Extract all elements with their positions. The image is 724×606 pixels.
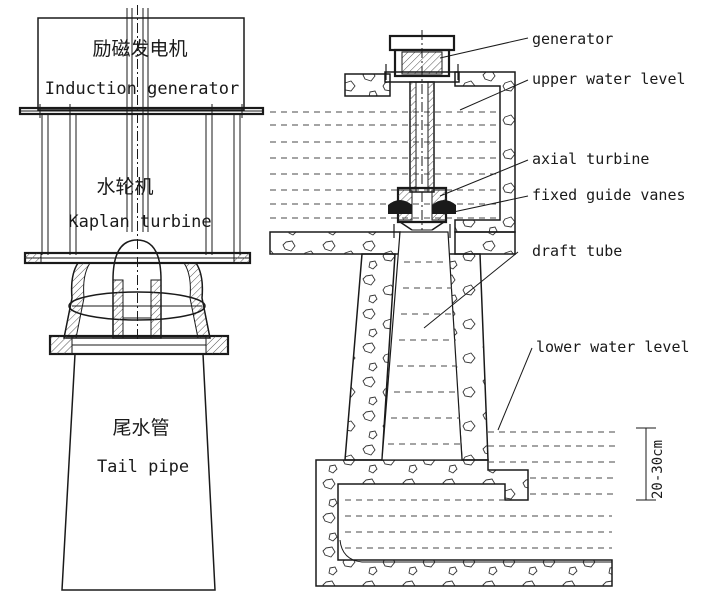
draft-tube-label: draft tube (532, 242, 622, 260)
generator-label-en: Induction generator (45, 79, 239, 99)
generator-label: generator (532, 30, 613, 48)
tailpipe-label-cn: 尾水管 (112, 417, 169, 439)
turbine-shaft (126, 5, 149, 340)
upper-water-level-label: upper water level (532, 70, 686, 88)
leader-lines (423, 37, 533, 431)
tail-pipe (61, 353, 216, 591)
lower-water-level-label: lower water level (536, 338, 690, 356)
draft-tube-water (381, 231, 463, 461)
concrete-top-left-block (344, 73, 391, 97)
axial-turbine-label: axial turbine (532, 150, 649, 168)
left-elevation-drawing: 励磁发电机 Induction generator 水轮机 Kaplan tur… (18, 5, 265, 591)
lower-water-lines (339, 431, 615, 563)
tailpipe-flange (48, 334, 230, 356)
fixed-guide-vanes-label: fixed guide vanes (532, 186, 686, 204)
generator-label-cn: 励磁发电机 (92, 38, 187, 60)
support-rods (41, 114, 241, 255)
upper-water-lines (270, 111, 500, 219)
depth-dimension-label: 20-30cm (650, 440, 666, 499)
turbine-label-cn: 水轮机 (96, 176, 153, 198)
induction-generator-housing (18, 17, 265, 118)
turbine-label-en: Kaplan turbine (68, 212, 211, 232)
concrete-upper-right-wall (454, 71, 516, 233)
concrete-lower-body (269, 231, 613, 587)
tailpipe-label-en: Tail pipe (97, 457, 189, 477)
right-section-drawing: 20-30cm generator upper water level axia… (269, 30, 690, 587)
depth-dimension-marker: 20-30cm (636, 427, 666, 501)
axial-turbine-assembly (384, 30, 460, 238)
kaplan-turbine-casing (63, 239, 211, 339)
